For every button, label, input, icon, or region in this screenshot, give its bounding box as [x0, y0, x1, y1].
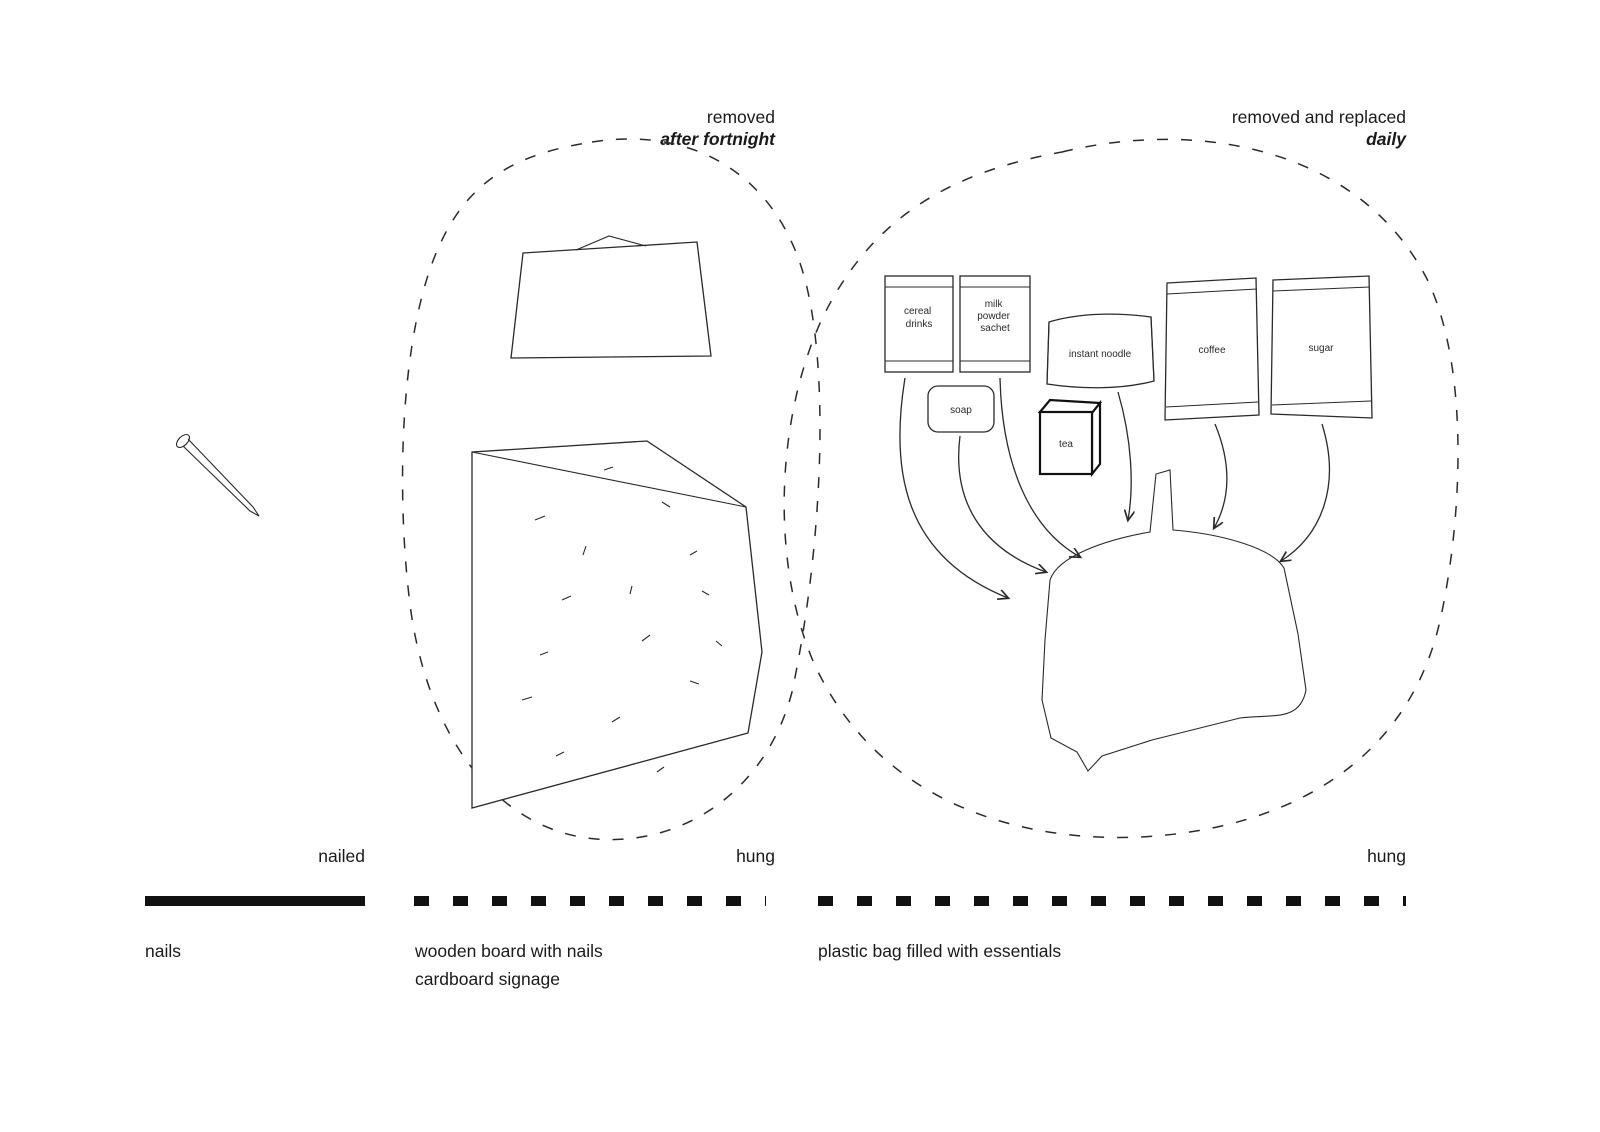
- packet-soap-label: soap: [950, 405, 972, 416]
- svg-text:milk powder sachet: milk powder sachet: [977, 299, 1013, 334]
- axis-label-hung-bag: hung: [1367, 846, 1406, 866]
- nail-head: [175, 433, 191, 449]
- svg-text:cereal drinks: cereal drinks: [904, 306, 934, 330]
- arrow-milk-to-bag: [999, 377, 1080, 557]
- packet-sugar-body: [1270, 275, 1373, 419]
- packet-instant-noodle: instant noodle: [1046, 313, 1155, 389]
- arrow-sugar-to-bag: [1281, 423, 1330, 561]
- cardboard-body: [471, 440, 763, 809]
- arrow-noodle-to-bag: [1117, 391, 1131, 520]
- annotation-daily-line1: removed and replaced: [1232, 107, 1406, 127]
- axis-label-nailed: nailed: [318, 846, 365, 866]
- packet-tea-label: tea: [1059, 439, 1073, 450]
- wooden-board-hook: [575, 235, 647, 251]
- cardboard-texture: [521, 466, 723, 773]
- packet-sugar-label: sugar: [1308, 343, 1334, 354]
- daily-group-outline: [783, 138, 1459, 839]
- packet-coffee: coffee: [1164, 277, 1260, 421]
- annotation-fortnight-line2: after fortnight: [660, 129, 776, 149]
- packet-cereal-label-2: drinks: [906, 319, 933, 330]
- packet-cereal-crimps: [885, 286, 953, 362]
- annotation-fortnight-line1: removed: [707, 107, 775, 127]
- annotation-daily-line2: daily: [1366, 129, 1407, 149]
- packet-noodle-edges: [1046, 316, 1155, 385]
- packet-tea: tea: [1037, 398, 1103, 478]
- packet-soap: soap: [927, 385, 995, 433]
- arrow-coffee-to-bag: [1214, 423, 1228, 528]
- packet-milk-label-1: milk: [985, 299, 1004, 310]
- packet-tea-side: [1090, 399, 1102, 478]
- packet-sugar-crimps: [1271, 286, 1372, 406]
- arrows-into-bag: [899, 377, 1330, 598]
- annotation-fortnight: removed after fortnight: [660, 107, 776, 149]
- packet-cereal-drinks: cereal drinks: [884, 275, 954, 373]
- packet-cereal-body: [884, 275, 954, 373]
- packet-cereal-label-1: cereal: [904, 306, 931, 317]
- nail-shaft: [182, 438, 260, 517]
- legend-label-bag: plastic bag filled with essentials: [818, 941, 1061, 961]
- cardboard-shape: [471, 440, 763, 809]
- nail-illustration: [175, 433, 260, 517]
- wooden-board-body: [510, 241, 712, 359]
- packet-milk-label-3: sachet: [980, 323, 1010, 334]
- packet-coffee-crimps: [1165, 288, 1259, 408]
- packet-milk-powder: milk powder sachet: [959, 275, 1031, 373]
- packet-tea-front: [1038, 410, 1094, 476]
- fortnight-group-outline: [401, 138, 821, 841]
- plastic-bag-shape: [1041, 469, 1307, 772]
- arrow-soap-to-bag: [958, 435, 1046, 572]
- packet-milk-crimps: [960, 286, 1030, 362]
- annotation-daily: removed and replaced daily: [1232, 107, 1407, 149]
- axis-label-hung-board: hung: [736, 846, 775, 866]
- cardboard-fold-line: [471, 451, 747, 508]
- packet-noodle-label: instant noodle: [1069, 349, 1132, 360]
- packet-milk-body: [959, 275, 1031, 373]
- packet-soap-body: [927, 385, 995, 433]
- packet-milk-label-2: powder: [977, 311, 1010, 322]
- packet-coffee-body: [1164, 277, 1260, 421]
- legend-label-nails: nails: [145, 941, 181, 961]
- legend-label-board-line2: cardboard signage: [415, 969, 560, 989]
- legend-label-board-line1: wooden board with nails: [414, 941, 603, 961]
- packet-coffee-label: coffee: [1198, 345, 1225, 356]
- arrow-cereal-to-bag: [899, 377, 1008, 598]
- packet-sugar: sugar: [1270, 275, 1373, 419]
- wooden-board-shape: [510, 235, 712, 359]
